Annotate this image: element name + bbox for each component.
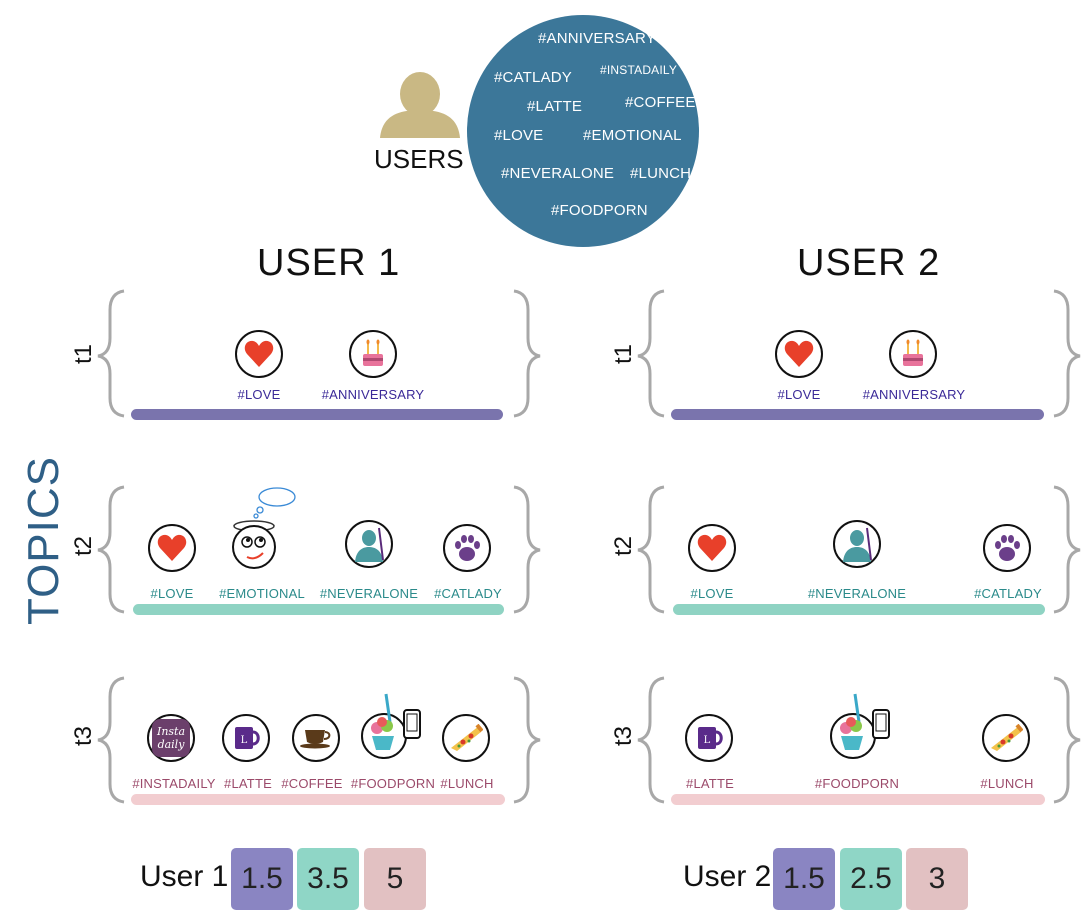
user2-t3-label-lunch: #LUNCH — [980, 776, 1034, 791]
cloud-tag-emotional: #EMOTIONAL — [583, 127, 682, 144]
paw-icon — [983, 524, 1031, 572]
user1-t2-label-neveralone: #NEVERALONE — [319, 586, 419, 601]
user1-t1-label-anniversary: #ANNIVERSARY — [321, 387, 425, 402]
cloud-tag-coffee: #COFFEE — [625, 94, 696, 111]
user2-t2-label-love: #LOVE — [690, 586, 734, 601]
cloud-tag-latte: #LATTE — [527, 98, 583, 115]
user1-t3-label-instadaily: #INSTADAILY — [132, 776, 216, 791]
user2-score-label: User 2 — [683, 860, 772, 893]
latte-mug-letter: L — [241, 735, 248, 746]
pizza-icon — [442, 714, 490, 762]
heart-icon — [775, 330, 823, 378]
coffee-cup-icon — [292, 714, 340, 762]
hashtag-cloud — [467, 15, 699, 247]
user2-title: USER 2 — [797, 242, 941, 284]
user2-score-t3: 3 — [906, 848, 968, 910]
user1-t1-label-love: #LOVE — [237, 387, 281, 402]
mug-icon: L — [685, 714, 733, 762]
cupcake-phone-icon — [361, 693, 421, 759]
paw-icon — [443, 524, 491, 572]
birthday-cake-icon — [349, 330, 397, 378]
person-silhouette-icon — [345, 520, 393, 568]
birthday-cake-icon — [889, 330, 937, 378]
users-label: USERS — [374, 144, 464, 174]
user-silhouette-icon — [380, 72, 460, 138]
user1-t3-label-lunch: #LUNCH — [440, 776, 494, 791]
user1-score-t3: 5 — [364, 848, 426, 910]
instadaily-icon-line2: daily — [157, 738, 185, 751]
user2-score-t1: 1.5 — [773, 848, 835, 910]
cloud-tag-neveralone: #NEVERALONE — [501, 165, 615, 182]
user2-t3-label-foodporn: #FOODPORN — [814, 776, 900, 791]
user1-t2-label-love: #LOVE — [150, 586, 194, 601]
thinking-face-icon — [232, 487, 296, 569]
cloud-tag-love: #LOVE — [494, 127, 544, 144]
user1-t1-bar — [131, 409, 503, 420]
user2-t1-bar — [671, 409, 1044, 420]
cloud-tag-catlady: #CATLADY — [494, 69, 573, 86]
user1-score-t1: 1.5 — [231, 848, 293, 910]
user1-t3-label-coffee: #COFFEE — [281, 776, 343, 791]
user2-t1-label-love: #LOVE — [777, 387, 821, 402]
user1-score-label: User 1 — [140, 860, 229, 893]
user2-t3-label-latte: #LATTE — [686, 776, 734, 791]
user1-t3-label-latte: #LATTE — [224, 776, 272, 791]
user1-t3-bar — [131, 794, 505, 805]
instadaily-icon-line1: Insta — [156, 725, 186, 738]
user2-t2-bar — [673, 604, 1045, 615]
cloud-tag-anniversary: #ANNIVERSARY — [538, 30, 656, 47]
user1-title: USER 1 — [257, 242, 401, 284]
user1-t2-label-emotional: #EMOTIONAL — [219, 586, 305, 601]
person-silhouette-icon — [833, 520, 881, 568]
user2-t2-label-neveralone: #NEVERALONE — [807, 586, 907, 601]
latte-mug-letter: L — [704, 735, 711, 746]
user1-score-t2: 3.5 — [297, 848, 359, 910]
user2-t2-label-catlady: #CATLADY — [974, 586, 1042, 601]
mug-icon: L — [222, 714, 270, 762]
cupcake-phone-icon — [830, 693, 890, 759]
user2-t3-bar — [671, 794, 1045, 805]
cloud-tag-instadaily: #INSTADAILY — [600, 63, 678, 77]
user1-t2-label-catlady: #CATLADY — [434, 586, 502, 601]
user2-score-t2: 2.5 — [840, 848, 902, 910]
user2-t1-label-anniversary: #ANNIVERSARY — [862, 387, 966, 402]
cloud-tag-foodporn: #FOODPORN — [551, 202, 648, 219]
pizza-icon — [982, 714, 1030, 762]
cloud-tag-lunch: #LUNCH — [630, 165, 692, 182]
user1-t2-bar — [133, 604, 504, 615]
heart-icon — [148, 524, 196, 572]
heart-icon — [688, 524, 736, 572]
heart-icon — [235, 330, 283, 378]
user1-t3-label-foodporn: #FOODPORN — [350, 776, 436, 791]
